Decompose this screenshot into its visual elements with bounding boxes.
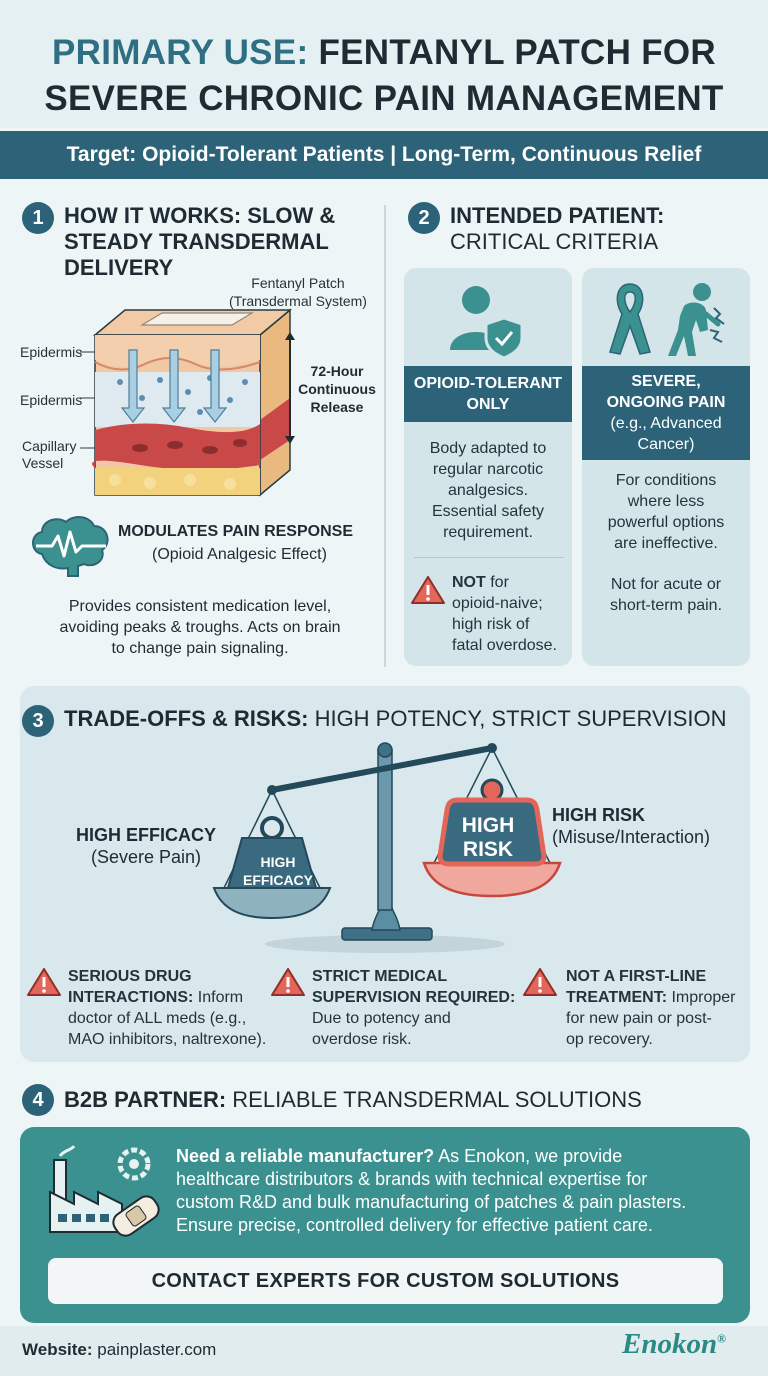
card2-text: For conditions where less powerful optio…: [607, 472, 725, 552]
warning-icon: [523, 968, 557, 996]
risk-weight: [437, 797, 547, 867]
card1-warning: NOT for opioid-naive; high risk of fatal…: [452, 574, 557, 654]
factory-icon: [49, 1145, 160, 1237]
card1-separator: [414, 557, 564, 558]
target-banner: Target: Opioid-Tolerant Patients | Long-…: [0, 131, 768, 179]
section4-title: B2B PARTNER: RELIABLE TRANSDERMAL SOLUTI…: [64, 1087, 642, 1112]
right-pan: [422, 861, 562, 898]
patient-shield-icon: [450, 286, 524, 360]
scale-shadow: [265, 935, 505, 953]
section2-title: INTENDED PATIENT: CRITICAL CRITERIA: [450, 203, 665, 254]
criteria-card-severe-pain: [582, 268, 750, 666]
blood-cell: [202, 446, 218, 454]
skin-diagram: [80, 308, 293, 497]
delivery-arrows: [120, 349, 228, 423]
left-pan: [212, 887, 332, 920]
section-number-3: 3: [22, 705, 54, 737]
blood-cell: [167, 441, 183, 449]
blood-cell: [233, 439, 247, 447]
fat-cell: [144, 477, 156, 489]
balance-scale: [212, 742, 562, 953]
release-bracket: [285, 332, 295, 444]
card2-header: SEVERE, ONGOING PAIN (e.g., Advanced Can…: [582, 366, 750, 460]
fat-cell: [109, 474, 121, 486]
scale-pillar: [377, 749, 393, 911]
warning-icon: [271, 968, 305, 996]
capillary-label: Capillary Vessel: [22, 438, 77, 471]
section1-title: HOW IT WORKS: SLOW & STEADY TRANSDERMAL …: [64, 203, 336, 280]
high-efficacy-label: HIGH EFFICACY (Severe Pain): [75, 825, 216, 867]
section-number-4: 4: [22, 1084, 54, 1116]
brand-logo: Enokon®: [622, 1328, 727, 1360]
risk-drug-interactions: SERIOUS DRUG INTERACTIONS: Inform doctor…: [68, 968, 267, 1048]
efficacy-weight-label: HIGH EFFICACY: [243, 854, 313, 888]
website-text: Website: painplaster.com: [22, 1340, 217, 1359]
warning-icon: [411, 576, 445, 604]
risk-not-first-line: NOT A FIRST-LINE TREATMENT: Improper for…: [566, 968, 736, 1048]
high-risk-label: HIGH RISK (Misuse/Interaction): [552, 805, 711, 847]
section-number-2: 2: [408, 202, 440, 234]
page-title: PRIMARY USE: FENTANYL PATCH FOR SEVERE C…: [44, 33, 724, 118]
awareness-ribbon-icon: [609, 283, 651, 355]
column-divider: [384, 205, 386, 667]
website-link[interactable]: painplaster.com: [92, 1340, 217, 1359]
modulates-title: MODULATES PAIN RESPONSE: [118, 523, 353, 540]
section-number-1: 1: [22, 202, 54, 234]
section3-title: TRADE-OFFS & RISKS: HIGH POTENCY, STRICT…: [64, 706, 727, 731]
epidermis-label-top: Epidermis: [20, 344, 83, 360]
release-label: 72-Hour Continuous Release: [298, 363, 376, 415]
risk-medical-supervision: STRICT MEDICAL SUPERVISION REQUIRED: Due…: [312, 968, 516, 1048]
blood-cell: [132, 444, 148, 452]
efficacy-weight: [226, 837, 318, 889]
contact-experts-button[interactable]: CONTACT EXPERTS FOR CUSTOM SOLUTIONS: [48, 1258, 723, 1304]
card2-note: Not for acute or short-term pain.: [609, 576, 723, 614]
vessel-side: [260, 398, 290, 460]
fat-cell: [184, 474, 196, 486]
risk-weight-label: HIGH RISK: [461, 814, 515, 861]
patch-label: Fentanyl Patch (Transdermal System): [229, 275, 367, 309]
footer: [0, 1326, 768, 1376]
b2b-description: Need a reliable manufacturer? As Enokon,…: [176, 1146, 687, 1235]
card1-header: OPIOID-TOLERANT ONLY: [404, 366, 572, 422]
header: [0, 0, 768, 128]
card1-text: Body adapted to regular narcotic analges…: [429, 440, 547, 541]
warning-icon: [27, 968, 61, 996]
section1-description: Provides consistent medication level, av…: [59, 598, 341, 657]
scale-beam: [269, 745, 495, 793]
fat-cell: [224, 478, 236, 490]
pain-person-icon: [668, 283, 725, 356]
modulates-subtitle: (Opioid Analgesic Effect): [152, 546, 327, 563]
patch-shape: [139, 312, 255, 326]
epidermis-label-mid: Epidermis: [20, 392, 83, 408]
brain-icon: [32, 516, 109, 577]
